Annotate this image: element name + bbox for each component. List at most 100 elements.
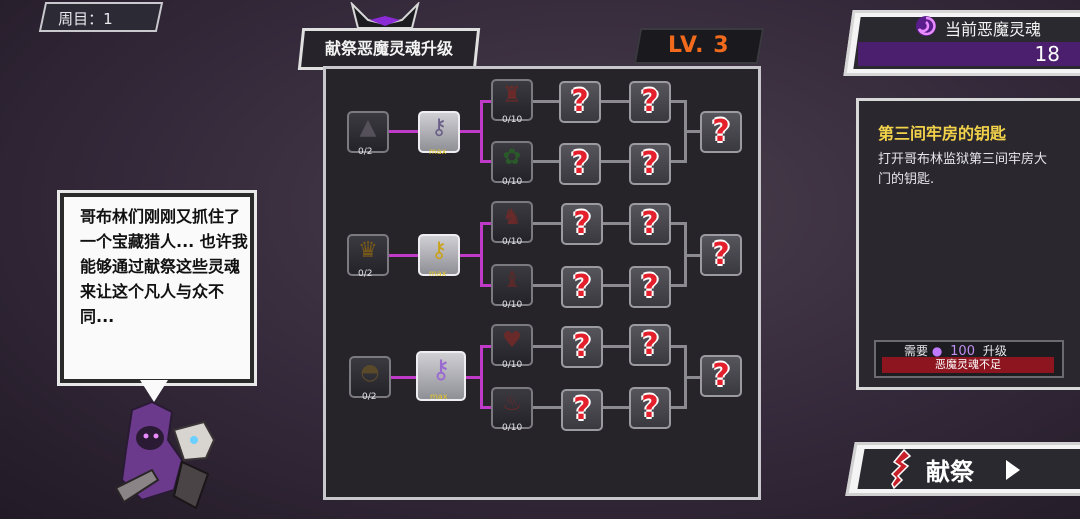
tree-node-key-1[interactable]: ⚷	[418, 111, 460, 153]
tree-node-locked[interactable]	[700, 111, 742, 153]
tree-node-crown[interactable]: ♛	[347, 234, 389, 276]
tree-node-locked[interactable]	[629, 81, 671, 123]
tree-node-locked[interactable]	[559, 143, 601, 185]
soul-counter-value: 18	[1034, 42, 1060, 66]
heart-icon: ♥	[502, 328, 522, 353]
item-detail-title: 第三间牢房的钥匙	[878, 124, 1007, 143]
tree-node-locked[interactable]	[561, 266, 603, 308]
level-indicator: LV. 3	[633, 28, 765, 64]
tree-node-progress: 0/10	[502, 237, 523, 247]
tree-connector	[671, 345, 685, 348]
round-label: 周目：1	[58, 10, 113, 28]
tree-connector	[603, 284, 629, 287]
tree-connector	[480, 222, 492, 225]
tree-connector	[603, 222, 629, 225]
tree-node-locked[interactable]	[629, 324, 671, 366]
tree-connector	[684, 376, 700, 379]
sacrifice-dagger-icon	[890, 448, 912, 490]
tree-node-helmet[interactable]: ◓	[349, 356, 391, 398]
tree-node-locked[interactable]	[561, 389, 603, 431]
soul-counter-bar	[858, 42, 1080, 66]
tree-node-branch[interactable]: ♜	[491, 79, 533, 121]
soul-swirl-icon	[916, 16, 936, 36]
tree-connector	[480, 100, 492, 103]
tree-connector	[533, 345, 561, 348]
soul-swirl-icon: ●	[931, 344, 943, 358]
tree-connector	[480, 406, 492, 409]
tree-node-max-badge: max	[430, 392, 448, 401]
tree-node-key-3[interactable]: ⚷	[416, 351, 466, 401]
tree-node-locked[interactable]	[629, 387, 671, 429]
tree-connector	[480, 160, 492, 163]
tree-node-progress: 0/10	[502, 360, 523, 370]
tree-node-branch[interactable]: ♨	[491, 387, 533, 429]
tree-connector	[684, 130, 700, 133]
tree-node-progress: 0/10	[502, 423, 523, 433]
tree-connector	[480, 345, 483, 409]
tree-node-branch[interactable]: ✿	[491, 141, 533, 183]
tree-node-hat[interactable]: ▲	[347, 111, 389, 153]
key-icon: ⚷	[431, 355, 451, 385]
insufficient-souls-warning: 恶魔灵魂不足	[882, 357, 1054, 373]
soul-counter-label: 当前恶魔灵魂	[945, 20, 1042, 39]
tree-node-locked[interactable]	[629, 143, 671, 185]
tree-connector	[480, 100, 483, 162]
tree-connector	[480, 222, 483, 286]
tree-node-progress: 0/10	[502, 300, 523, 310]
tree-connector	[671, 406, 685, 409]
tree-node-branch[interactable]: ♥	[491, 324, 533, 366]
helmet-icon: ◓	[360, 360, 380, 385]
tree-connector	[603, 406, 629, 409]
tree-node-max-badge: max	[429, 269, 447, 278]
tree-connector	[671, 160, 685, 163]
tree-connector	[389, 254, 419, 257]
tree-node-branch[interactable]: ♝	[491, 264, 533, 306]
tree-node-locked[interactable]	[559, 81, 601, 123]
crown-icon: ♛	[358, 238, 378, 263]
tree-node-locked[interactable]	[700, 234, 742, 276]
tree-connector	[480, 284, 492, 287]
tree-connector	[533, 284, 561, 287]
tree-connector	[601, 100, 629, 103]
tree-node-locked[interactable]	[561, 203, 603, 245]
tree-connector	[533, 160, 559, 163]
tree-connector	[391, 376, 419, 379]
tree-node-progress: 0/10	[502, 177, 523, 187]
arrow-right-icon	[1006, 460, 1020, 480]
tree-node-locked[interactable]	[561, 326, 603, 368]
tree-connector	[671, 284, 685, 287]
item-detail-description: 打开哥布林监狱第三间牢房大门的钥匙.	[878, 152, 1048, 187]
figure-icon: ♝	[502, 268, 522, 293]
tree-node-locked[interactable]	[700, 355, 742, 397]
sacrifice-button-label: 献祭	[926, 458, 974, 486]
tree-node-locked[interactable]	[629, 203, 671, 245]
tree-connector	[533, 222, 561, 225]
page-title: 献祭恶魔灵魂升级	[297, 28, 481, 70]
tree-connector	[671, 222, 685, 225]
tree-connector	[533, 100, 559, 103]
demon-character	[114, 400, 216, 510]
speech-text: 哥布林们刚刚又抓住了一个宝藏猎人... 也许我能够通过献祭这些灵魂来让这个凡人与…	[80, 207, 248, 326]
requirement-amount: 100	[950, 344, 975, 359]
upgrade-tree-panel	[323, 66, 761, 500]
tree-node-locked[interactable]	[629, 266, 671, 308]
tree-connector	[459, 130, 481, 133]
tree-node-progress: 0/2	[362, 392, 377, 402]
requirement-line: 需要 ● 100 升级	[904, 342, 1007, 359]
tree-connector	[671, 100, 685, 103]
requirement-prefix: 需要	[904, 344, 929, 358]
potion-icon: ♨	[502, 391, 522, 416]
tree-node-key-2[interactable]: ⚷	[418, 234, 460, 276]
requirement-suffix: 升级	[982, 344, 1007, 358]
tree-connector	[480, 345, 492, 348]
round-counter: 周目：1	[38, 2, 164, 32]
key-icon: ⚷	[430, 238, 448, 263]
figure-icon: ♞	[502, 205, 522, 230]
tree-connector	[603, 345, 629, 348]
tree-connector	[389, 130, 419, 133]
speech-bubble-tail	[140, 380, 168, 402]
tree-node-max-badge: max	[429, 147, 447, 156]
tree-node-branch[interactable]: ♞	[491, 201, 533, 243]
tree-connector	[459, 254, 481, 257]
tree-connector	[533, 406, 561, 409]
